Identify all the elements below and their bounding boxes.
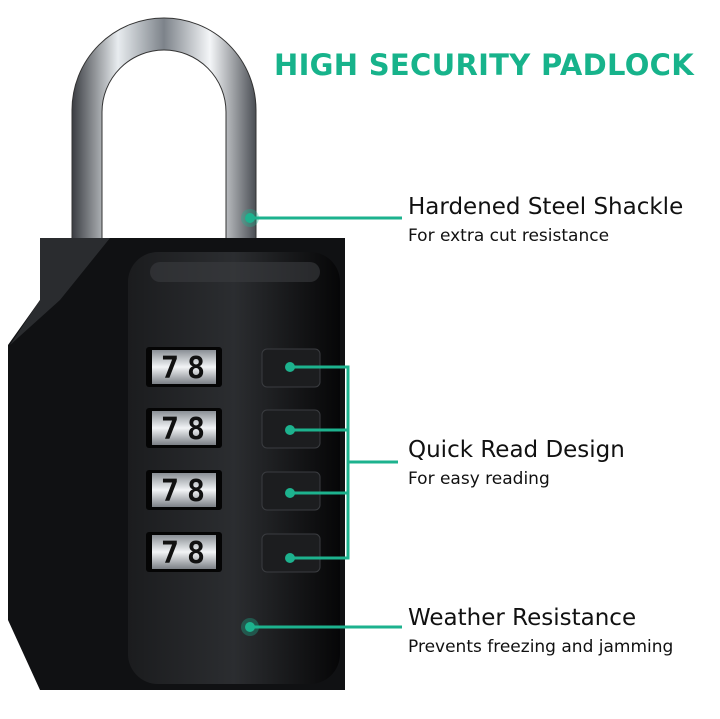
feature-subtext: For easy reading: [408, 469, 550, 489]
dial-digit: 7: [161, 536, 179, 571]
feature-subtext: For extra cut resistance: [408, 226, 610, 246]
dial-digit: 8: [187, 412, 205, 447]
dial-digit: 7: [161, 412, 179, 447]
dial-wheel[interactable]: [152, 350, 216, 384]
dial-digit: 7: [161, 474, 179, 509]
callout-lines: [250, 216, 402, 629]
dial-digit: 8: [187, 536, 205, 571]
feature-weather: Weather Resistance Prevents freezing and…: [408, 605, 673, 657]
side-wheel: [261, 533, 321, 573]
feature-quick-read: Quick Read Design For easy reading: [408, 437, 625, 489]
dial-wheel[interactable]: [152, 535, 216, 569]
dial-digit: 7: [161, 351, 179, 386]
feature-heading: Quick Read Design: [408, 437, 625, 463]
dial-wheel[interactable]: [152, 411, 216, 445]
dial-digit: 8: [187, 474, 205, 509]
lock-body: [8, 238, 345, 690]
shackle: [71, 17, 257, 261]
page-title: HIGH SECURITY PADLOCK: [274, 48, 695, 82]
feature-heading: Weather Resistance: [408, 605, 637, 631]
feature-shackle: Hardened Steel Shackle For extra cut res…: [408, 194, 683, 246]
dial-wheel[interactable]: [152, 473, 216, 507]
feature-subtext: Prevents freezing and jamming: [408, 637, 674, 657]
dial-digit: 8: [187, 351, 205, 386]
callout-dots: [241, 209, 295, 636]
feature-heading: Hardened Steel Shackle: [408, 194, 684, 220]
